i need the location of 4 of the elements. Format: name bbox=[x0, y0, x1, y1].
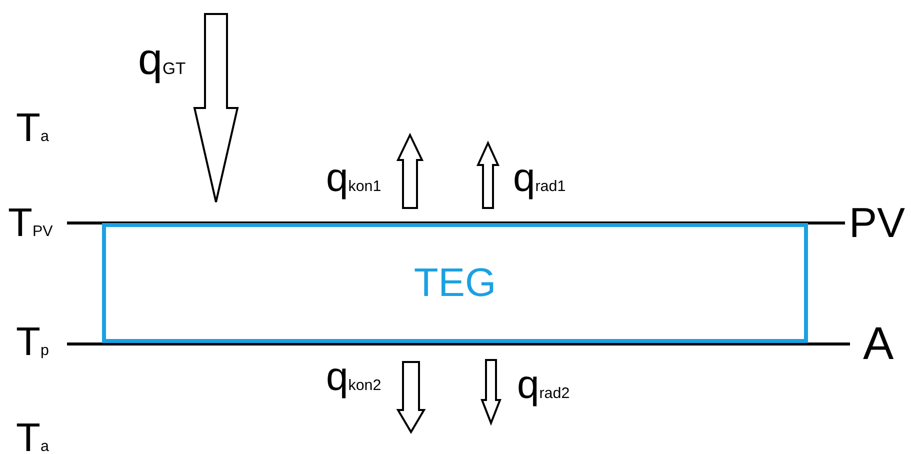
module-box bbox=[102, 223, 808, 343]
layer-label: A bbox=[863, 320, 894, 366]
module-label: TEG bbox=[414, 260, 496, 306]
layer-label: PV bbox=[849, 202, 906, 244]
